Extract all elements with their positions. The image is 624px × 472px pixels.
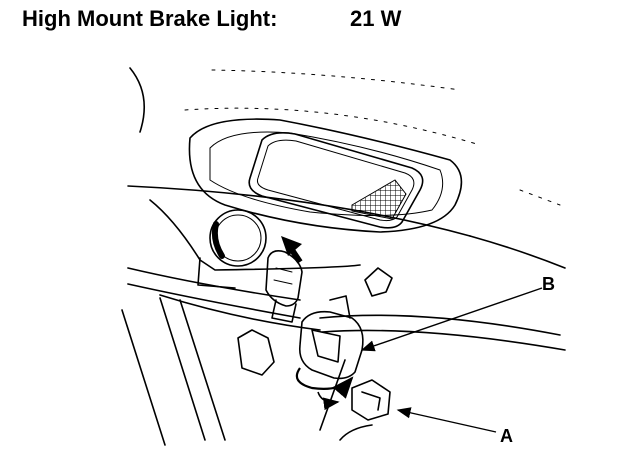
- wedge-bulb: [265, 250, 303, 307]
- pillar-line: [159, 297, 206, 441]
- callout-a-leader: [396, 407, 497, 433]
- socket-shadow: [211, 221, 225, 259]
- light-lens-border: [257, 139, 415, 222]
- bulb-socket-tab: [329, 295, 351, 319]
- bulb-socket-inner: [311, 329, 341, 363]
- pillar-line: [121, 309, 166, 446]
- trim-strip: [127, 283, 301, 319]
- panel-seam: [211, 69, 461, 91]
- callout-b-leader: [360, 287, 543, 352]
- harness-wire: [339, 424, 373, 441]
- retaining-clip: [364, 267, 393, 297]
- callout-b-label: B: [542, 274, 555, 294]
- pillar-line: [179, 299, 226, 441]
- roof-beam: [127, 185, 471, 237]
- lower-panel: [149, 199, 361, 271]
- bulb-name-label: High Mount Brake Light:: [22, 6, 278, 31]
- bulb-socket: [298, 310, 364, 380]
- trim-strip: [319, 314, 561, 336]
- trim-strip: [321, 329, 566, 351]
- roof-beam: [469, 235, 566, 269]
- twist-arrow-lower: [317, 391, 340, 411]
- lens-texture: [351, 179, 407, 220]
- socket-opening: [209, 209, 267, 267]
- bulb-wattage: 21 W: [350, 6, 402, 31]
- pillar-line: [319, 359, 346, 431]
- harness-connector: [351, 379, 391, 421]
- twist-arrow: [295, 367, 354, 399]
- clip-bracket: [237, 329, 275, 376]
- wedge-bulb-base: [271, 299, 297, 323]
- trim-strip: [127, 267, 301, 301]
- headliner-edge: [129, 67, 146, 133]
- light-lens: [248, 132, 424, 229]
- panel-seam: [184, 107, 481, 146]
- wedge-bulb-filament: [273, 267, 293, 285]
- harness-connector-inner: [361, 391, 381, 411]
- panel-seam: [519, 189, 561, 206]
- lens-housing: [188, 118, 463, 233]
- removal-arrow: [281, 236, 303, 264]
- callout-a-label: A: [500, 426, 513, 446]
